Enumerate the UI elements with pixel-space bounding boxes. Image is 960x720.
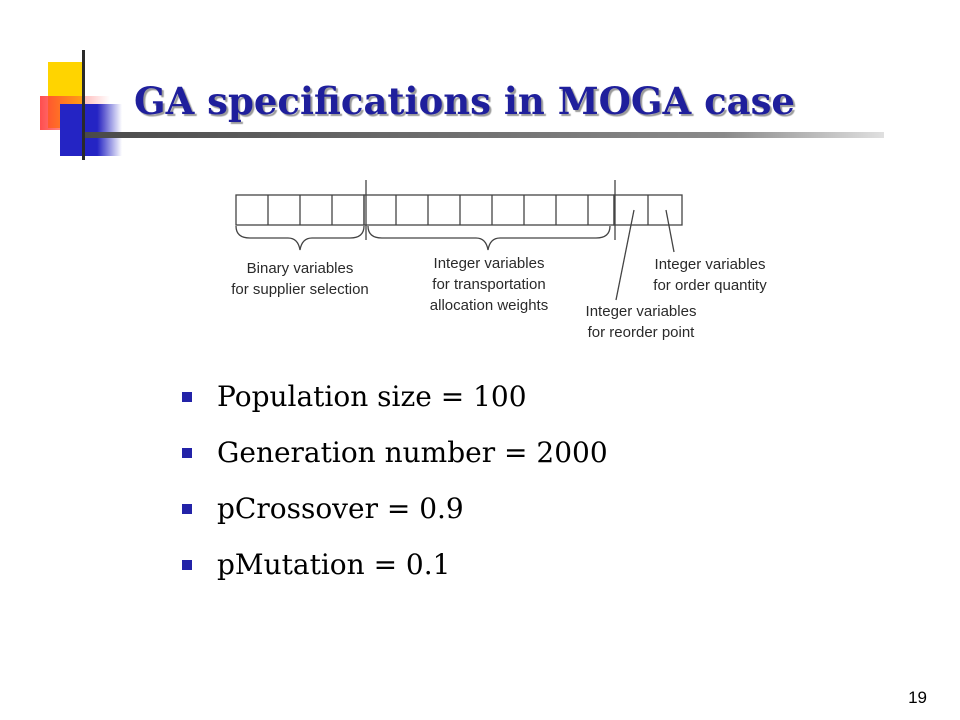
- list-item: pCrossover = 0.9: [182, 482, 608, 538]
- gene-box-transport: [363, 194, 615, 226]
- label-transport-1: Integer variables: [434, 255, 545, 272]
- label-transport-3: allocation weights: [430, 297, 548, 314]
- bullet-text: Population size = 100: [217, 380, 527, 413]
- parameter-list: Population size = 100 Generation number …: [182, 370, 608, 594]
- bullet-text: pMutation = 0.1: [217, 548, 451, 581]
- label-reorder-2: for reorder point: [588, 324, 696, 341]
- bullet-text: Generation number = 2000: [217, 436, 608, 469]
- deco-title-underline: [84, 132, 884, 138]
- list-item: Generation number = 2000: [182, 426, 608, 482]
- square-bullet-icon: [182, 560, 192, 570]
- pointer-order: [665, 209, 675, 253]
- corner-decoration: [40, 50, 884, 160]
- label-reorder-1: Integer variables: [586, 303, 697, 320]
- deco-vertical-line: [82, 50, 85, 160]
- slide-title: GA specifications in MOGA case: [134, 79, 795, 123]
- chromosome-diagram: Binary variables for supplier selection …: [231, 180, 767, 341]
- label-order-2: for order quantity: [653, 277, 767, 294]
- square-bullet-icon: [182, 392, 192, 402]
- square-bullet-icon: [182, 448, 192, 458]
- brace-binary: [235, 225, 365, 251]
- list-item: Population size = 100: [182, 370, 608, 426]
- list-item: pMutation = 0.1: [182, 538, 608, 594]
- label-order-1: Integer variables: [655, 256, 766, 273]
- bullet-text: pCrossover = 0.9: [217, 492, 464, 525]
- label-transport-2: for transportation: [432, 276, 545, 293]
- page-number: 19: [908, 688, 927, 707]
- square-bullet-icon: [182, 504, 192, 514]
- pointer-reorder: [615, 209, 635, 301]
- label-binary-2: for supplier selection: [231, 281, 369, 298]
- brace-transport: [367, 225, 611, 251]
- deco-blue-square: [60, 104, 122, 156]
- label-binary-1: Binary variables: [247, 260, 354, 277]
